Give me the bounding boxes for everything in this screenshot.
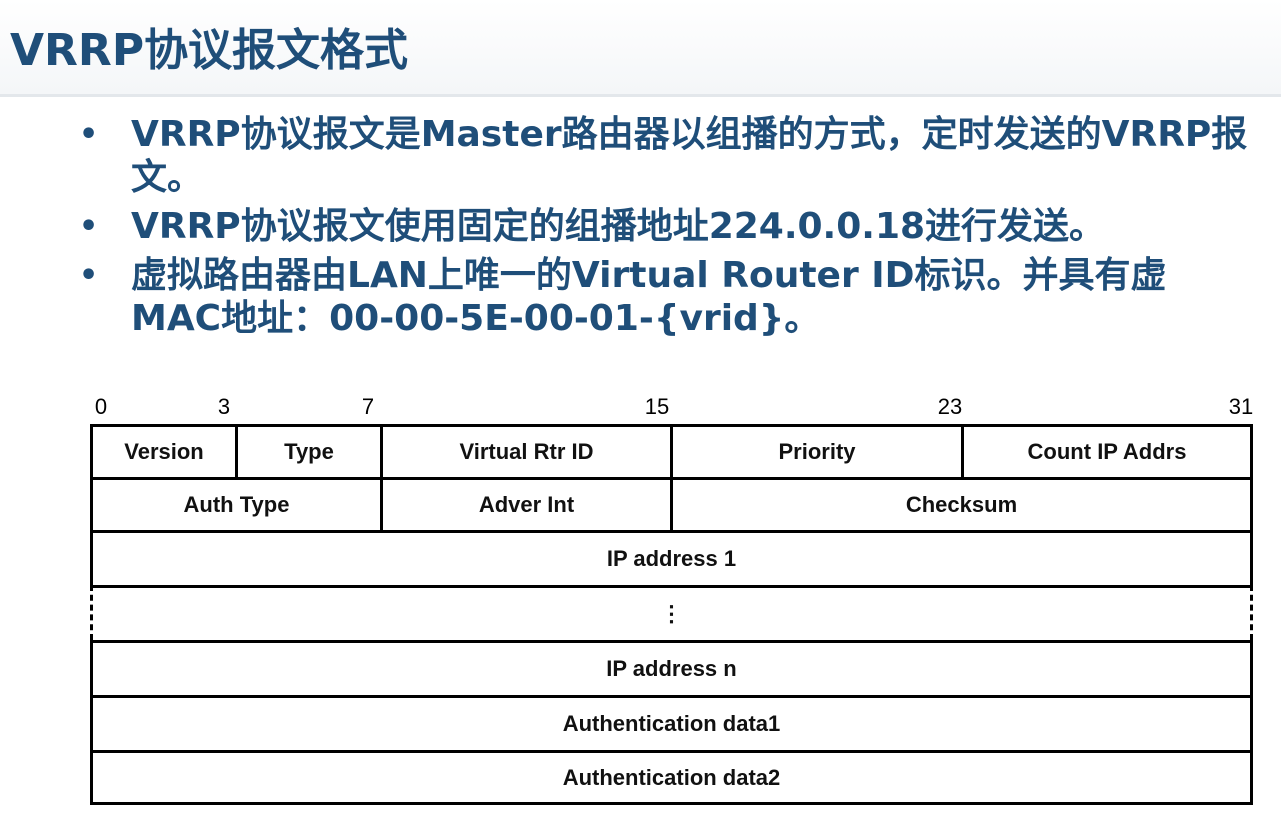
field-ip-address-1: IP address 1: [606, 546, 737, 571]
packet-row-ellipsis: ⋮: [90, 585, 1253, 640]
bullet-text: 虚拟路由器由LAN上唯一的Virtual Router ID标识。并具有虚MAC…: [131, 255, 1167, 339]
bit-label-0: 0: [94, 394, 108, 419]
field-authentication-data1: Authentication data1: [562, 711, 781, 736]
field-authentication-data2: Authentication data2: [562, 764, 781, 790]
packet-row-auth-data2: Authentication data2: [90, 750, 1253, 805]
packet-row-ip1: IP address 1: [90, 530, 1253, 585]
field-version: Version: [93, 427, 238, 477]
bullet-text: VRRP协议报文使用固定的组播地址224.0.0.18进行发送。: [131, 206, 1106, 247]
field-virtual-rtr-id: Virtual Rtr ID: [383, 427, 673, 477]
bullet-item: • VRRP协议报文使用固定的组播地址224.0.0.18进行发送。: [76, 205, 1256, 248]
packet-row-auth-data1: Authentication data1: [90, 695, 1253, 750]
bit-label-15: 15: [644, 394, 670, 419]
bullet-item: • VRRP协议报文是Master路由器以组播的方式，定时发送的VRRP报文。: [76, 113, 1256, 199]
title-divider: [0, 94, 1281, 97]
field-count-ip-addrs: Count IP Addrs: [1027, 439, 1187, 464]
page-title: VRRP协议报文格式: [10, 25, 409, 76]
bit-label-31: 31: [1228, 394, 1254, 419]
bit-scale: 0 3 7 15 23 31: [0, 394, 1281, 422]
field-adver-int: Adver Int: [383, 480, 673, 530]
field-auth-type: Auth Type: [93, 480, 383, 530]
title-bar: VRRP协议报文格式: [0, 0, 1281, 94]
field-type: Type: [238, 427, 383, 477]
bullet-marker: •: [79, 209, 99, 244]
bit-label-3: 3: [217, 394, 231, 419]
bullet-item: • 虚拟路由器由LAN上唯一的Virtual Router ID标识。并具有虚M…: [76, 254, 1256, 340]
packet-row-ipn: IP address n: [90, 640, 1253, 695]
packet-row-auth: Auth Type Adver Int Checksum: [90, 477, 1253, 530]
bit-label-7: 7: [361, 394, 375, 419]
field-ellipsis: ⋮: [660, 601, 683, 626]
vrrp-packet-format: Version Type Virtual Rtr ID Priority Cou…: [90, 424, 1253, 805]
bullet-text: VRRP协议报文是Master路由器以组播的方式，定时发送的VRRP报文。: [131, 114, 1248, 198]
bullet-marker: •: [79, 117, 99, 152]
field-ip-address-n: IP address n: [606, 656, 737, 681]
bullet-list: • VRRP协议报文是Master路由器以组播的方式，定时发送的VRRP报文。 …: [76, 113, 1256, 346]
field-checksum: Checksum: [905, 492, 1018, 517]
field-priority: Priority: [673, 427, 964, 477]
packet-row-header: Version Type Virtual Rtr ID Priority Cou…: [90, 424, 1253, 477]
bit-label-23: 23: [937, 394, 963, 419]
bullet-marker: •: [79, 258, 99, 293]
